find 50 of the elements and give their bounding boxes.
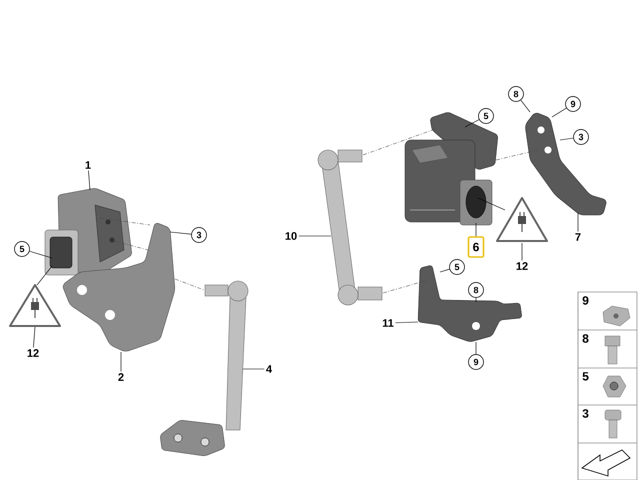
table-number: 3 bbox=[582, 409, 588, 418]
callout-number: 7 bbox=[575, 233, 581, 241]
callout-number: 8 bbox=[508, 86, 524, 102]
link-rod-drawing bbox=[318, 150, 382, 306]
assembly-line bbox=[362, 128, 438, 156]
leader-line bbox=[33, 326, 36, 348]
sensor-drawing bbox=[44, 188, 132, 276]
callout-number: 9 bbox=[565, 96, 581, 112]
warning-triangle-icon bbox=[496, 197, 548, 242]
callout-number: 3 bbox=[191, 227, 207, 243]
leader-line bbox=[29, 250, 52, 258]
leader-line bbox=[36, 266, 52, 286]
callout-number: 1 bbox=[86, 161, 91, 169]
callout-number: 12 bbox=[28, 349, 39, 357]
assembly-line bbox=[496, 150, 538, 160]
assembly-line bbox=[114, 240, 148, 250]
callout-number: 5 bbox=[478, 108, 494, 124]
callout-number: 5 bbox=[14, 241, 30, 257]
leader-line bbox=[464, 119, 480, 128]
callout-number: 11 bbox=[382, 319, 394, 327]
leader-line bbox=[560, 138, 574, 140]
highlighted-callout: 6 bbox=[468, 236, 484, 258]
bracket-drawing bbox=[525, 112, 606, 216]
warning-triangle-icon bbox=[9, 284, 61, 327]
leader-line bbox=[120, 352, 122, 372]
assembly-line bbox=[100, 218, 150, 226]
callout-number: 10 bbox=[286, 232, 297, 240]
assembly-line bbox=[174, 278, 204, 290]
leader-line bbox=[395, 322, 418, 324]
callout-number: 12 bbox=[516, 262, 528, 270]
leader-line bbox=[170, 232, 192, 234]
callout-number: 2 bbox=[118, 373, 124, 381]
table-number: 5 bbox=[582, 372, 589, 381]
leader-line bbox=[552, 108, 567, 118]
table-number: 8 bbox=[582, 334, 588, 343]
leader-line bbox=[242, 368, 265, 370]
leader-line bbox=[88, 170, 90, 190]
callout-number: 5 bbox=[449, 259, 465, 275]
callout-number: 9 bbox=[468, 354, 484, 370]
callout-number: 3 bbox=[573, 129, 589, 145]
leader-line bbox=[440, 268, 450, 272]
link-rod-drawing bbox=[160, 280, 248, 456]
sensor-drawing bbox=[404, 112, 498, 226]
callout-number: 8 bbox=[468, 282, 484, 298]
leader-line bbox=[478, 198, 506, 210]
assembly-line bbox=[382, 280, 428, 294]
table-number: 9 bbox=[582, 296, 588, 305]
callout-number: 4 bbox=[266, 365, 272, 373]
bracket-drawing bbox=[62, 222, 175, 352]
leader-line bbox=[520, 100, 530, 112]
